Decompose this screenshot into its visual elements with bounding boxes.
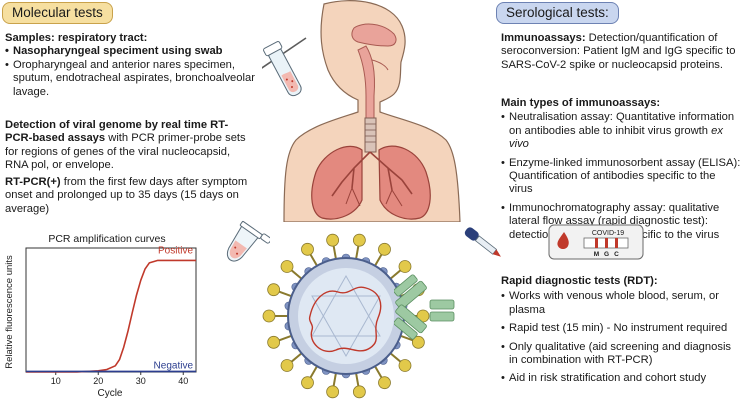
rdt-section: Rapid diagnostic tests (RDT): Works with… bbox=[501, 275, 741, 391]
spike-head bbox=[378, 242, 391, 256]
spike-head bbox=[326, 385, 340, 399]
rdt-item: Rapid test (15 min) - No instrument requ… bbox=[501, 322, 741, 336]
chart-ylabel: Relative fluorescence units bbox=[4, 255, 15, 369]
spike-head bbox=[301, 242, 314, 256]
immunoassay-type-item: Neutralisation assay: Quantitative infor… bbox=[501, 111, 741, 151]
immunoassay-type-item: Enzyme-linked immunosorbent assay (ELISA… bbox=[501, 157, 741, 197]
spike-head bbox=[352, 385, 366, 399]
immunoassays-bold-text: Immunoassays: bbox=[501, 32, 586, 44]
spike-head bbox=[267, 335, 281, 349]
rtpcr-text: from the first few days after symptom on… bbox=[5, 176, 248, 215]
spike-head bbox=[326, 233, 340, 247]
chart-title: PCR amplification curves bbox=[48, 233, 165, 245]
dropper-pipette-icon bbox=[464, 227, 501, 257]
spike-head bbox=[301, 376, 314, 390]
spike-head bbox=[262, 309, 276, 323]
detection-bold-text: Detection of viral genome by real time R… bbox=[5, 119, 229, 145]
molecular-tests-header: Molecular tests bbox=[2, 2, 113, 24]
eppendorf-tube-icon bbox=[226, 220, 270, 262]
spike-head bbox=[378, 376, 391, 390]
samples-title: Samples: respiratory tract: bbox=[5, 32, 148, 44]
antibody-icon bbox=[394, 274, 455, 340]
spike-head bbox=[398, 260, 412, 273]
neutralisation-text: Neutralisation assay: Quantitative infor… bbox=[509, 111, 735, 137]
spike-head bbox=[280, 359, 294, 372]
pcr-chart: PCR amplification curves Relative fluore… bbox=[4, 233, 197, 399]
sars-cov-2-virus-icon bbox=[262, 233, 430, 399]
spike-head bbox=[411, 335, 425, 349]
respiratory-tract-illustration bbox=[262, 0, 461, 222]
x-tick-label: 10 bbox=[51, 376, 61, 386]
cassette-letter-m: M bbox=[594, 251, 599, 258]
samples-section: Samples: respiratory tract: Nasopharynge… bbox=[5, 32, 255, 99]
rdt-item: Aid in risk stratification and cohort st… bbox=[501, 372, 741, 386]
detection-text: with PCR primer-probe sets for regions o… bbox=[5, 132, 246, 172]
serological-tests-header: Serological tests: bbox=[496, 2, 619, 24]
x-tick-label: 40 bbox=[178, 376, 188, 386]
samples-item: Nasopharyngeal speciment using swab bbox=[5, 45, 255, 59]
series-label-positive: Positive bbox=[158, 245, 193, 256]
main-types-section: Main types of immunoassays: Neutralisati… bbox=[501, 97, 741, 247]
rdt-title: Rapid diagnostic tests (RDT): bbox=[501, 275, 658, 287]
spike-head bbox=[280, 260, 294, 273]
immunoassays-paragraph: Immunoassays: Detection/quantification o… bbox=[501, 32, 741, 72]
cassette-letter-c: C bbox=[614, 251, 619, 258]
series-label-negative: Negative bbox=[154, 360, 194, 371]
rdt-item: Only qualitative (aid screening and diag… bbox=[501, 341, 741, 368]
x-tick-label: 20 bbox=[93, 376, 103, 386]
main-types-title: Main types of immunoassays: bbox=[501, 97, 661, 109]
ex-vivo-text: ex vivo bbox=[509, 124, 723, 151]
swab-tube-icon bbox=[263, 41, 302, 97]
chart-frame bbox=[25, 247, 197, 373]
chart-xlabel: Cycle bbox=[97, 388, 122, 399]
rapid-test-cassette: COVID-19 M G C bbox=[548, 224, 644, 260]
spike-head bbox=[352, 233, 366, 247]
cassette-letter-g: G bbox=[604, 251, 609, 258]
spike-head bbox=[398, 359, 412, 372]
immunoassays-text: Detection/quantification of seroconversi… bbox=[501, 32, 736, 71]
cassette-label: COVID-19 bbox=[592, 230, 624, 237]
rtpcr-bold-text: RT-PCR(+) bbox=[5, 176, 61, 188]
spike-head bbox=[267, 283, 281, 297]
samples-item: Oropharyngeal and anterior nares specime… bbox=[5, 59, 255, 99]
rdt-item: Works with venous whole blood, serum, or… bbox=[501, 290, 741, 317]
rtpcr-paragraph: RT-PCR(+) from the first few days after … bbox=[5, 176, 255, 216]
x-tick-label: 30 bbox=[136, 376, 146, 386]
detection-paragraph: Detection of viral genome by real time R… bbox=[5, 119, 255, 173]
